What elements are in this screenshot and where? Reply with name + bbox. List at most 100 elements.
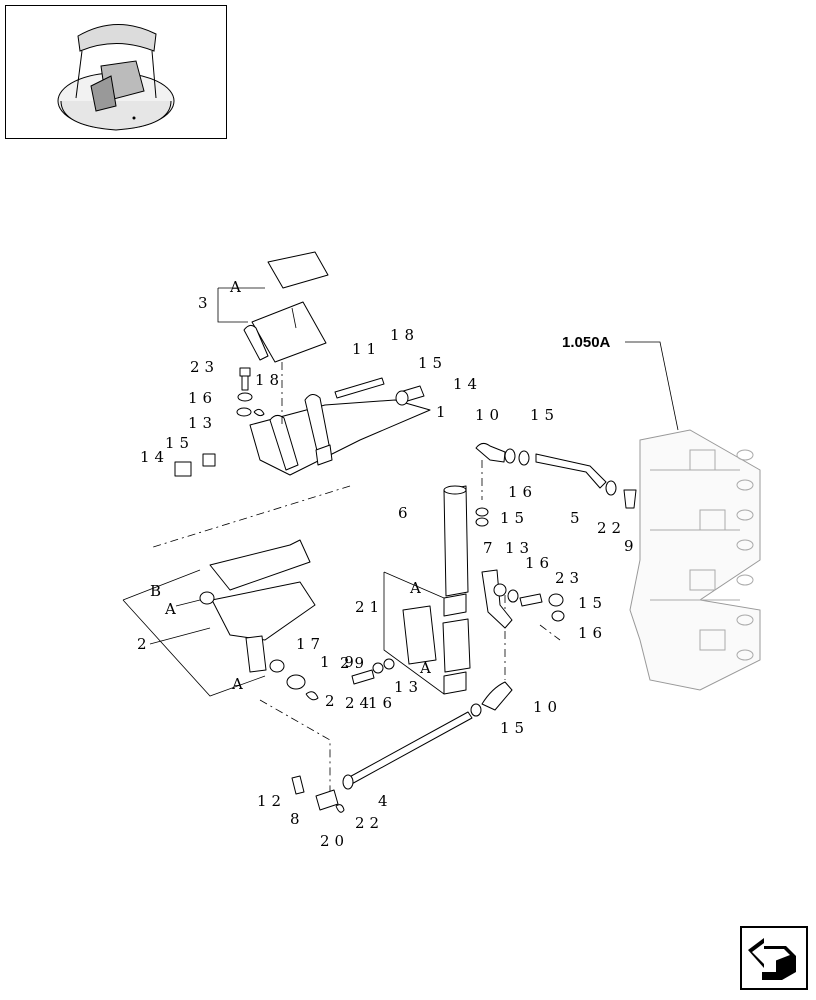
callout-2: 2 [137,635,152,653]
callout-15e: 15 [578,594,607,612]
washer-16c [551,610,565,622]
callout-13b: 13 [505,539,534,557]
callout-14b: 14 [140,448,169,466]
pin-11 [334,377,385,399]
pedal-arm [245,635,267,673]
excavator-cab-icon [57,24,175,131]
callout-6: 6 [398,504,413,522]
bolt-24 [351,669,375,685]
callout-16e: 16 [368,694,397,712]
rod-end-10b [481,681,513,711]
pedal-upper [243,301,327,363]
callout-5: 5 [570,509,585,527]
bushing-A3 [443,671,467,695]
pin-12 [291,775,305,795]
hinge-plate-21 [402,605,437,665]
callout-23: 23 [190,358,219,376]
callout-A4: A [419,659,436,677]
bolt-23b [519,593,543,607]
nut-15a [395,390,409,406]
bolt-14b [174,461,192,477]
washer-17 [286,674,306,690]
washer-13c [383,658,395,670]
washer-16e [372,662,384,674]
callout-22b: 22 [355,814,384,832]
callout-15c: 15 [165,434,194,452]
callout-14: 14 [453,375,482,393]
washer-13a [236,407,252,417]
callout-15: 15 [418,354,447,372]
callout-13: 13 [188,414,217,432]
clip-18a [253,408,265,417]
washer-16b [507,589,519,603]
rod-4 [343,711,473,787]
callout-10: 10 [475,406,504,424]
callout-3: 3 [198,294,213,312]
callout-16: 16 [188,389,217,407]
reference-label: 1.050A [562,334,611,351]
callout-15b: 15 [530,406,559,424]
callout-4: 4 [378,792,393,810]
nut-15b [202,453,216,467]
callout-2b: 2 [325,692,340,710]
callout-A: A [229,278,246,296]
nut-15c [548,593,564,607]
machine-thumbnail [5,5,227,139]
callout-29: 29 [340,654,369,672]
callout-23b: 23 [555,569,584,587]
nut-22b [342,774,354,790]
callout-12: 12 [257,792,286,810]
callout-10b: 10 [533,698,562,716]
clevis-8 [315,789,339,811]
bushing-17 [269,659,285,673]
callout-18b: 18 [255,371,284,389]
callout-15f: 15 [500,719,529,737]
callout-16c: 16 [525,554,554,572]
nut-22a [605,480,617,496]
callout-7: 7 [483,539,498,557]
callout-A2: A [409,579,426,597]
clip-20 [335,804,345,813]
callout-17: 17 [296,635,325,653]
next-page-button[interactable] [740,926,808,990]
callout-16d: 16 [578,624,607,642]
callout-A5: A [231,675,248,693]
callout-9: 9 [624,537,639,555]
callout-24: 24 [345,694,374,712]
nut-15d [518,450,530,466]
callout-8: 8 [290,810,305,828]
pedal-lower-2 [211,581,316,641]
callout-1: 1 [436,403,451,421]
fitting-29 [623,489,637,509]
upper-bracket [249,394,431,476]
callout-20: 20 [320,832,349,850]
bolt-23 [239,367,251,391]
callout-18: 18 [390,326,419,344]
shaft-6 [443,485,469,597]
washer-13b [493,583,507,597]
washer-16a [237,392,253,402]
pedal-pad-top [267,251,329,289]
pedal-cover-B [209,539,311,591]
callout-B: B [150,582,166,600]
clip-19 [305,691,319,701]
callout-16b: 16 [508,483,537,501]
nut-15f [470,703,482,717]
tube-5 [535,453,607,489]
callout-13c: 13 [394,678,423,696]
callout-A3: A [164,600,181,618]
control-valve-ghost [629,429,761,691]
callout-19: 1 9 [320,653,359,671]
ref-leader [625,341,679,431]
callout-22: 22 [597,519,626,537]
bushing-A2 [443,593,467,617]
hinge-barrel [442,618,471,673]
callout-11: 11 [352,340,381,358]
bushing-A1 [199,591,215,605]
washer-16d [475,507,489,517]
rod-end-10a [475,442,506,463]
nut-15e [475,517,489,527]
callout-21: 21 [355,598,384,616]
callout-15d: 15 [500,509,529,527]
